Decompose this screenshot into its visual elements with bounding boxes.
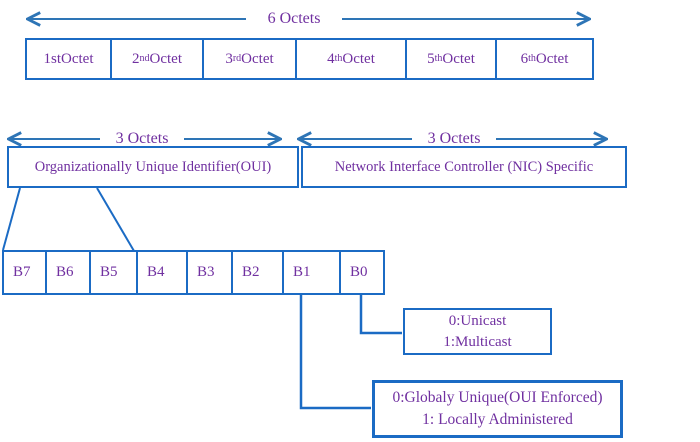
b0-meaning-line1: 0:Unicast (448, 312, 507, 329)
b0-meaning-callout: 0:Unicast 1:Multicast (403, 308, 552, 355)
bit-cell-b6: B6 (45, 252, 89, 293)
nic-field-label: Network Interface Controller (NIC) Speci… (334, 158, 594, 175)
bit-cell-b4-label: B4 (147, 264, 165, 280)
six-octets-label: 6 Octets (246, 10, 342, 28)
b0-connector-line (359, 295, 402, 335)
bit-cell-b4: B4 (136, 252, 186, 293)
b1-connector-line (299, 295, 371, 410)
b1-meaning-line2: 1: Locally Administered (422, 411, 573, 428)
octet-cell-5-label: 5 (427, 50, 435, 67)
bit-cell-b6-label: B6 (56, 264, 74, 280)
octet-cell-1-label: 1st (43, 50, 62, 67)
bit-cell-b5: B5 (89, 252, 136, 293)
bit-cell-b1-label: B1 (293, 264, 311, 280)
octet-cell-4-label: 4 (327, 50, 335, 67)
octet-cell-2-text: Octet (149, 50, 182, 67)
bit-cell-b2: B2 (231, 252, 282, 293)
octet-cell-2-label: 2 (132, 50, 140, 67)
bit-cell-b0-label: B0 (350, 264, 368, 280)
bit-cell-b7: B7 (4, 252, 45, 293)
bit-cell-b1: B1 (282, 252, 339, 293)
octet-cell-3-label: 3 (225, 50, 233, 67)
bit-cell-b3: B3 (186, 252, 231, 293)
nic-octets-label: 3 Octets (412, 130, 496, 148)
bit-row: B7 B6 B5 B4 B3 B2 B1 B0 (2, 250, 385, 295)
octet-cell-4-text: Octet (342, 50, 375, 67)
bit-cell-b5-label: B5 (100, 264, 118, 280)
bit-cell-b3-label: B3 (197, 264, 215, 280)
octet-cell-3-text: Octet (241, 50, 274, 67)
octet-cell-6-text: Octet (535, 50, 569, 67)
octet-cell-6-label: 6 (520, 50, 529, 67)
nic-field-box: Network Interface Controller (NIC) Speci… (301, 146, 627, 188)
bit-cell-b2-label: B2 (242, 264, 260, 280)
oui-field-label: Organizationally Unique Identifier(OUI) (34, 158, 272, 175)
oui-octets-label: 3 Octets (100, 130, 184, 148)
bit-cell-b7-label: B7 (13, 264, 31, 280)
oui-field-box: Organizationally Unique Identifier(OUI) (7, 146, 299, 188)
bit-cell-b0: B0 (339, 252, 383, 293)
octet-cell-5-text: Octet (442, 50, 475, 67)
oui-expand-line-left (2, 187, 21, 251)
b0-meaning-line2: 1:Multicast (443, 333, 512, 350)
oui-expand-line-right (96, 187, 135, 252)
b1-meaning-line1: 0:Globaly Unique(OUI Enforced) (392, 389, 603, 406)
octet-cell-1-text: Octet (61, 50, 94, 67)
b1-meaning-callout: 0:Globaly Unique(OUI Enforced) 1: Locall… (372, 380, 623, 438)
octet-cell-1: 1st Octet (27, 40, 110, 78)
